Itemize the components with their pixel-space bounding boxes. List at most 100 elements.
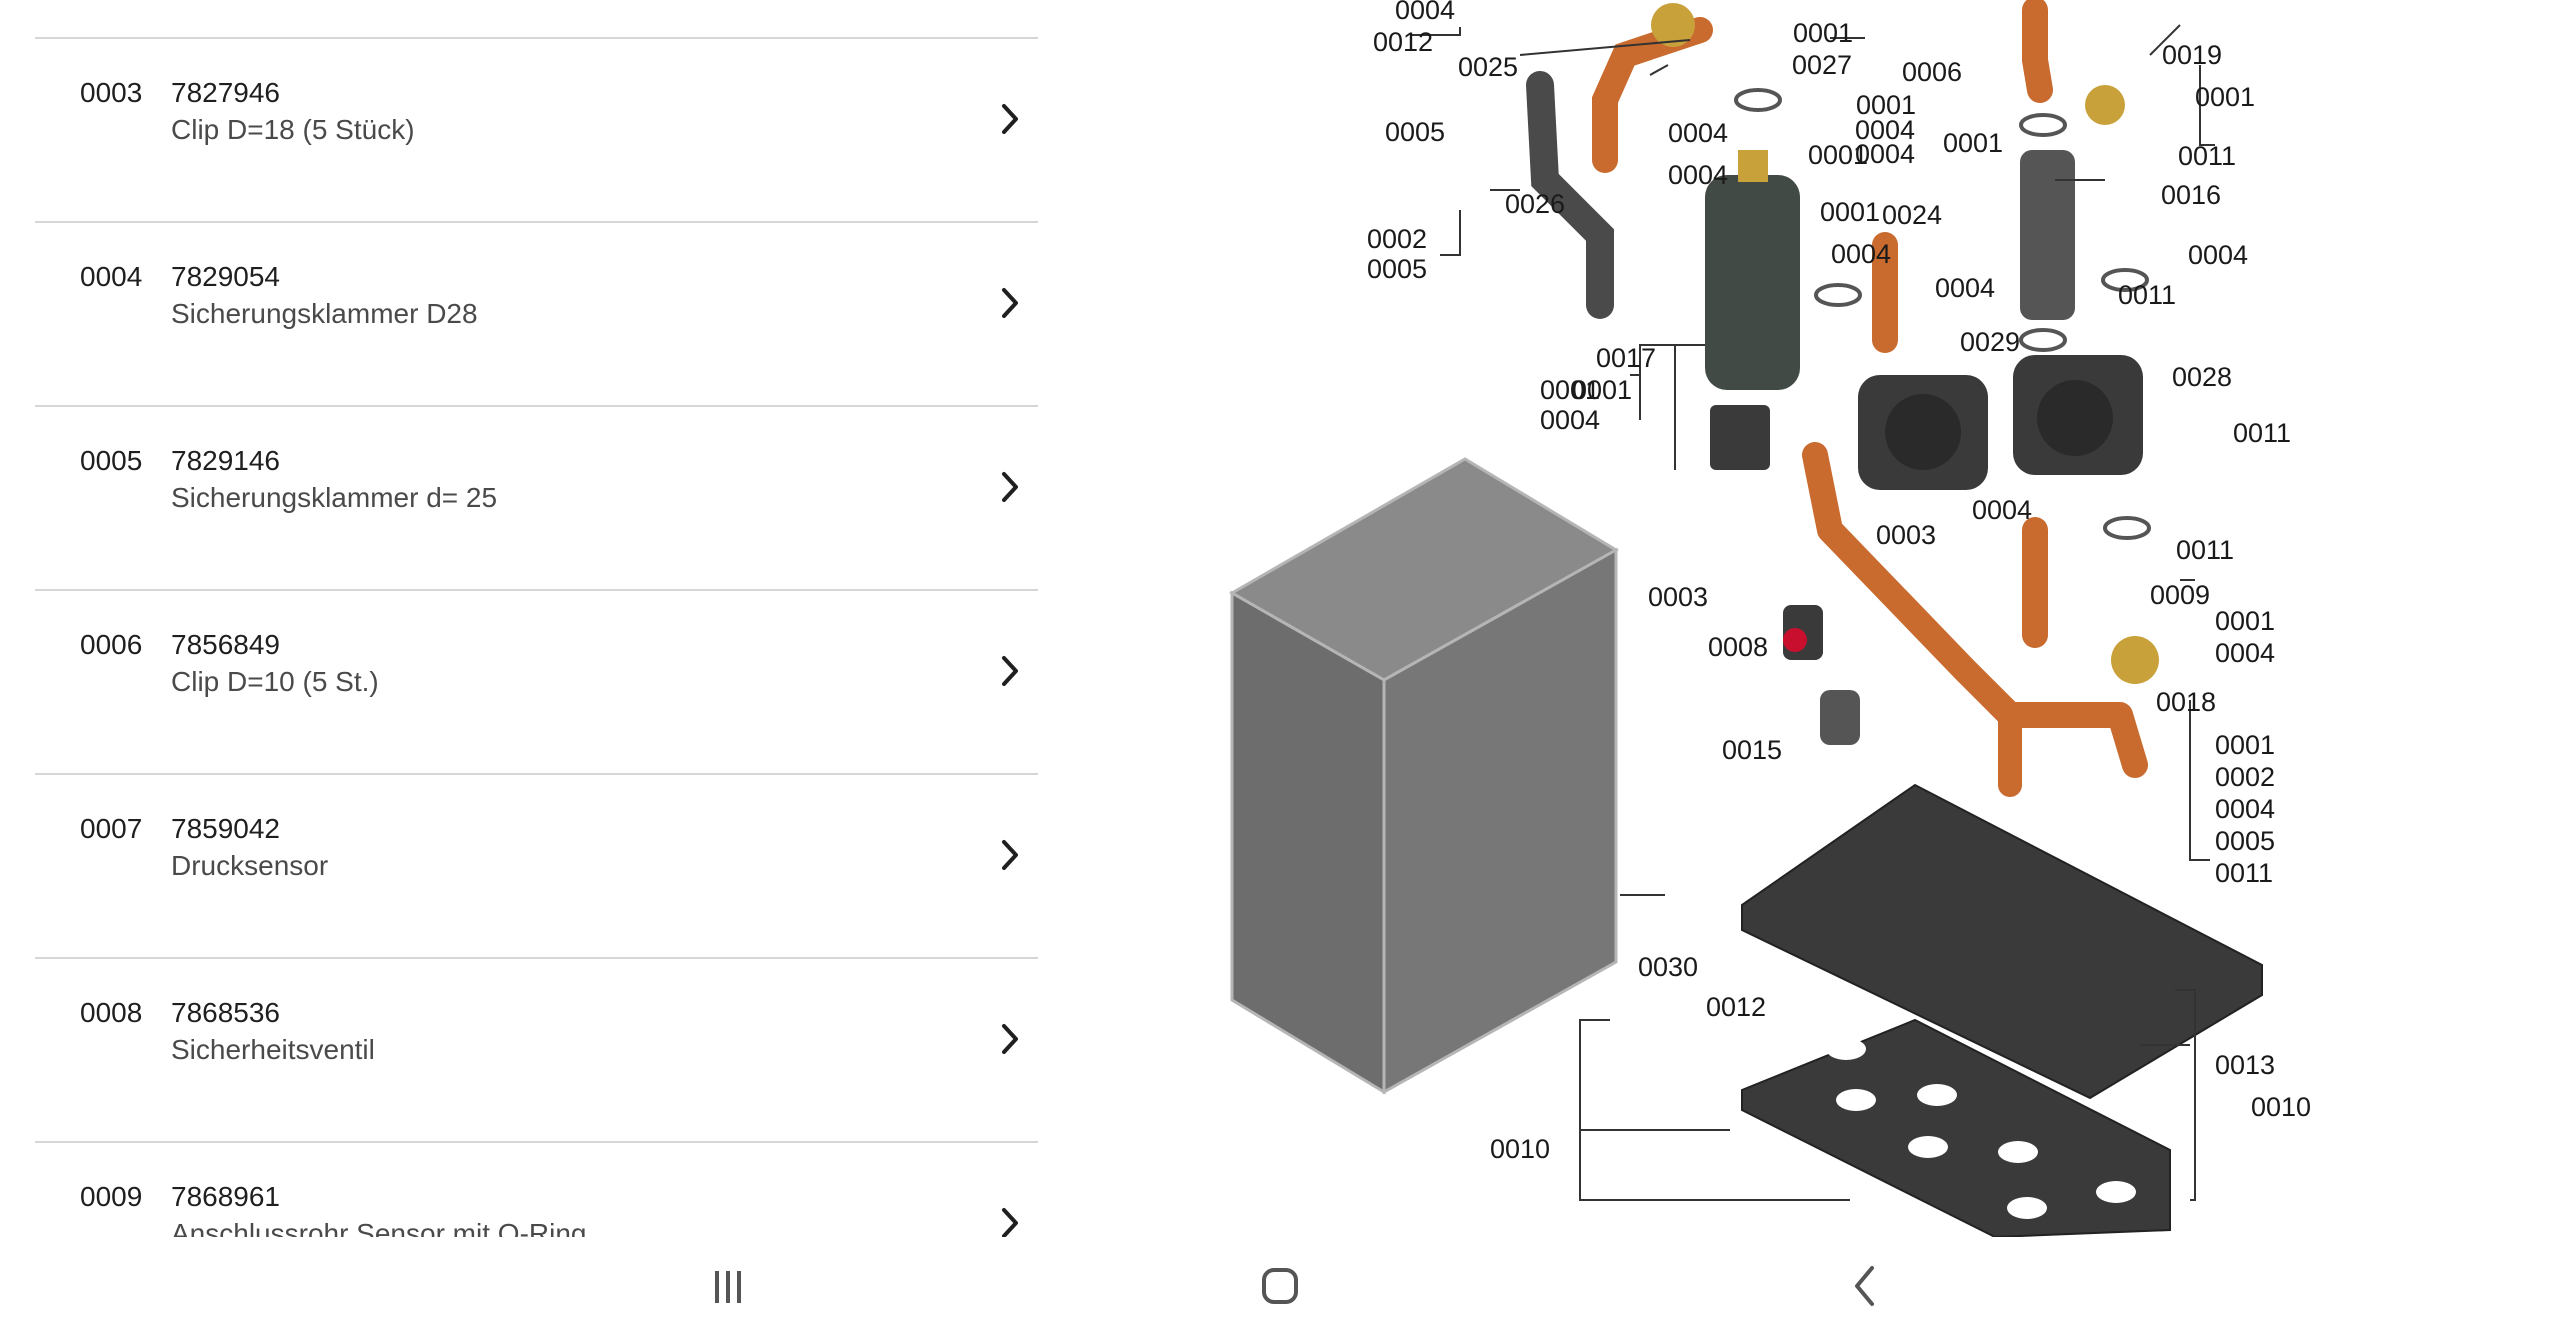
- fitting-brass: [1651, 3, 1695, 47]
- callout-label: 0004: [1668, 118, 1728, 148]
- vessel-0017: [1705, 175, 1800, 390]
- pipe-0019: [2022, 0, 2053, 103]
- callout-label: 0029: [1960, 327, 2020, 357]
- part-name: Sicherungsklammer d= 25: [171, 482, 498, 513]
- callout-label: 0004: [2215, 794, 2275, 824]
- valve-0008-cap: [1783, 628, 1807, 652]
- callout-label: 0027: [1792, 50, 1852, 80]
- o-ring: [2019, 328, 2067, 352]
- drawing-parts: [1228, 0, 2263, 1237]
- callout-label: 0028: [2172, 362, 2232, 392]
- part-number: 7829146: [171, 445, 281, 476]
- fitting-brass: [2085, 85, 2125, 125]
- callout-label: 0006: [1902, 57, 1962, 87]
- part-position: 0008: [80, 997, 143, 1028]
- callout-label: 0011: [2233, 418, 2291, 448]
- list-divider: [35, 957, 1038, 959]
- plate-hole: [2007, 1197, 2047, 1219]
- chevron-right-icon: [1002, 104, 1018, 134]
- plate-hole: [2096, 1181, 2136, 1203]
- drawing-leader-lines: [1410, 24, 2215, 1201]
- navigation-bar: [0, 1237, 2560, 1331]
- plate-hole: [1998, 1141, 2038, 1163]
- callout-label: 0001: [1856, 90, 1916, 120]
- callout-label: 0001: [1943, 128, 2003, 158]
- callout-label: 0011: [2118, 280, 2176, 310]
- pipe-0018: [1802, 442, 2148, 778]
- recents-icon[interactable]: [693, 1251, 763, 1321]
- callout-label: 0011: [2176, 535, 2234, 565]
- plate-hole: [1826, 1038, 1866, 1060]
- part-name: Sicherheitsventil: [171, 1034, 375, 1065]
- callout-label: 0012: [1373, 27, 1433, 57]
- part-number: 7827946: [171, 77, 281, 108]
- list-item[interactable]: 0004 7829054 Sicherungsklammer D28: [35, 223, 1038, 405]
- callout-label: 0016: [2161, 180, 2221, 210]
- callout-label: 0013: [2215, 1050, 2275, 1080]
- casing-front: [1382, 547, 1618, 1095]
- chevron-right-icon: [1002, 656, 1018, 686]
- o-ring: [1814, 283, 1862, 307]
- callout-label: 0005: [2215, 826, 2275, 856]
- callout-label: 0003: [1876, 520, 1936, 550]
- callout-label: 0011: [2215, 858, 2273, 888]
- leader-line: [1410, 27, 1461, 36]
- leader-line: [1440, 210, 1461, 256]
- callout-label: 0004: [1395, 0, 1455, 25]
- callout-label: 0001: [1572, 375, 1632, 405]
- list-divider: [35, 1141, 1038, 1143]
- list-item[interactable]: 0008 7868536 Sicherheitsventil: [35, 959, 1038, 1141]
- chevron-right-icon: [1002, 1024, 1018, 1054]
- part-name: Anschlussrohr Sensor mit O-Ring: [171, 1218, 587, 1237]
- callout-label: 0015: [1722, 735, 1782, 765]
- callout-label: 0004: [1831, 239, 1891, 269]
- list-divider: [35, 221, 1038, 223]
- part-number: 7868536: [171, 997, 281, 1028]
- callout-label: 0005: [1367, 254, 1427, 284]
- o-ring: [1734, 88, 1782, 112]
- callout-label: 0004: [2188, 240, 2248, 270]
- pump-0028-face: [2037, 380, 2113, 456]
- callout-label: 0004: [1540, 405, 1600, 435]
- callout-label: 0001: [2215, 606, 2275, 636]
- list-divider: [35, 37, 1038, 39]
- o-ring: [2019, 113, 2067, 137]
- leader-line: [2199, 65, 2215, 146]
- o-ring: [2101, 268, 2149, 292]
- callout-label: 0001: [1793, 18, 1853, 48]
- part-position: 0006: [80, 629, 143, 660]
- pressure-sensor: [1710, 405, 1770, 470]
- part-name: Clip D=10 (5 St.): [171, 666, 379, 697]
- part-name: Drucksensor: [171, 850, 329, 881]
- callout-label: 0004: [1972, 495, 2032, 525]
- callout-label: 0003: [1648, 582, 1708, 612]
- leader-line: [1579, 1019, 1850, 1201]
- list-item[interactable]: 0005 7829146 Sicherungsklammer d= 25: [35, 407, 1038, 589]
- part-number: 7868961: [171, 1181, 281, 1212]
- list-item[interactable]: 0007 7859042 Drucksensor: [35, 775, 1038, 957]
- callout-label: 0024: [1882, 200, 1942, 230]
- home-icon[interactable]: [1245, 1251, 1315, 1321]
- part-number: 7829054: [171, 261, 281, 292]
- back-icon[interactable]: [1830, 1251, 1900, 1321]
- callout-label: 0030: [1638, 952, 1698, 982]
- callout-label: 0002: [2215, 762, 2275, 792]
- list-item[interactable]: 0009 7868961 Anschlussrohr Sensor mit O-…: [35, 1143, 1038, 1237]
- callout-label: 0009: [2150, 580, 2210, 610]
- callout-label: 0002: [1367, 224, 1427, 254]
- callout-label: 0001: [2195, 82, 2255, 112]
- part-position: 0009: [80, 1181, 143, 1212]
- list-item[interactable]: 0006 7856849 Clip D=10 (5 St.): [35, 591, 1038, 773]
- part-name: Sicherungsklammer D28: [171, 298, 478, 329]
- chevron-right-icon: [1002, 1208, 1018, 1237]
- callout-label: 0018: [2156, 687, 2216, 717]
- parts-list: 0003 7827946 Clip D=18 (5 Stück) 0004 78…: [35, 0, 1038, 1237]
- fitting-brass: [2111, 636, 2159, 684]
- list-item[interactable]: 0003 7827946 Clip D=18 (5 Stück): [35, 39, 1038, 221]
- callout-label: 0001: [1808, 140, 1868, 170]
- chevron-right-icon: [1002, 840, 1018, 870]
- callout-label: 0001: [2215, 730, 2275, 760]
